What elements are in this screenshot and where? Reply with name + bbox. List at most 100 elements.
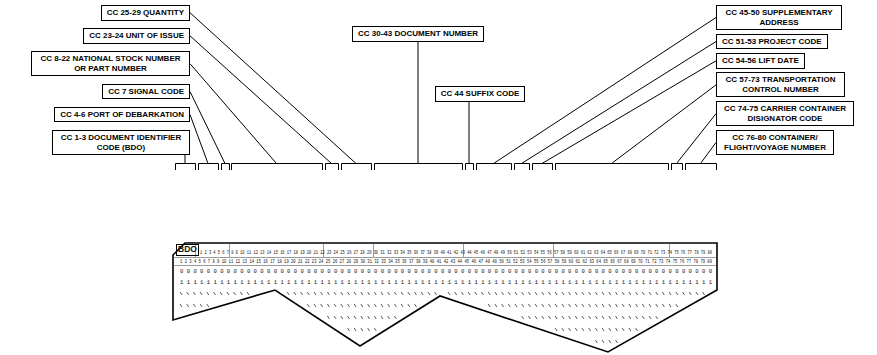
bracket bbox=[515, 164, 530, 171]
row-mark bbox=[522, 316, 524, 319]
row-mark bbox=[475, 292, 477, 295]
row-mark bbox=[562, 316, 564, 319]
row-mark bbox=[374, 316, 376, 319]
row-mark bbox=[334, 304, 336, 307]
callout-box: CC 44 SUFFIX CODE bbox=[435, 86, 526, 102]
card-row-marks bbox=[180, 292, 705, 343]
row-mark bbox=[542, 316, 544, 319]
row-mark bbox=[388, 316, 390, 319]
row-mark bbox=[401, 292, 403, 295]
leader-line bbox=[190, 115, 208, 164]
row-mark bbox=[394, 292, 396, 295]
row-mark bbox=[461, 292, 463, 295]
leader-line bbox=[522, 42, 717, 164]
row-mark bbox=[622, 292, 624, 295]
leader-line bbox=[677, 114, 717, 164]
row-mark bbox=[542, 292, 544, 295]
bracket bbox=[375, 164, 463, 171]
row-mark bbox=[575, 292, 577, 295]
callout-box: CC 57-73 TRANSPORTATION CONTROL NUMBER bbox=[716, 72, 845, 97]
row-mark bbox=[214, 292, 216, 295]
row-mark bbox=[522, 304, 524, 307]
row-mark bbox=[361, 328, 363, 331]
row-mark bbox=[602, 304, 604, 307]
row-mark bbox=[582, 328, 584, 331]
callout-box: CC 51-53 PROJECT CODE bbox=[716, 34, 828, 50]
row-mark bbox=[180, 292, 182, 295]
callout-box: CC 1-3 DOCUMENT IDENTIFIER CODE (BDO) bbox=[52, 130, 190, 155]
row-mark bbox=[428, 292, 430, 295]
row-mark bbox=[227, 292, 229, 295]
callout-label: CC 30-43 DOCUMENT NUMBER bbox=[358, 29, 478, 39]
row-mark bbox=[234, 292, 236, 295]
bracket bbox=[686, 164, 717, 171]
row-mark bbox=[240, 292, 242, 295]
bracket bbox=[342, 164, 372, 171]
callout-label: CC 23-24 UNIT OF ISSUE bbox=[89, 31, 184, 41]
row-mark bbox=[388, 304, 390, 307]
row-mark bbox=[676, 292, 678, 295]
row-mark bbox=[368, 328, 370, 331]
punched-card bbox=[173, 243, 717, 352]
row-mark bbox=[180, 304, 182, 307]
row-mark bbox=[294, 292, 296, 295]
row-mark bbox=[327, 292, 329, 295]
leader-line bbox=[190, 64, 277, 164]
bracket bbox=[533, 164, 553, 171]
row-mark bbox=[415, 304, 417, 307]
row-mark bbox=[649, 292, 651, 295]
callout-label: CC 25-29 QUANTITY bbox=[107, 8, 184, 18]
row-mark bbox=[535, 292, 537, 295]
card-rule bbox=[173, 257, 717, 258]
bracket bbox=[477, 164, 512, 171]
row-mark bbox=[616, 304, 618, 307]
bracket bbox=[176, 164, 196, 171]
callout-box: CC 30-43 DOCUMENT NUMBER bbox=[352, 26, 484, 42]
row-mark bbox=[569, 304, 571, 307]
row-mark bbox=[207, 304, 209, 307]
row-mark bbox=[636, 304, 638, 307]
row-mark bbox=[368, 316, 370, 319]
leader-line bbox=[469, 102, 470, 164]
bracket bbox=[222, 164, 230, 171]
row-mark bbox=[528, 292, 530, 295]
row-mark bbox=[569, 292, 571, 295]
row-mark bbox=[354, 316, 356, 319]
row-mark bbox=[374, 292, 376, 295]
row-mark bbox=[535, 316, 537, 319]
card-row-print: 1 1 1 1 1 1 1 1 1 1 1 1 1 1 1 1 1 1 1 1 … bbox=[180, 279, 712, 286]
callout-label: CC 4-6 PORT OF DEBARKATION bbox=[60, 110, 184, 120]
row-mark bbox=[321, 304, 323, 307]
bracket bbox=[556, 164, 669, 171]
row-mark bbox=[562, 304, 564, 307]
row-mark bbox=[535, 304, 537, 307]
row-mark bbox=[388, 292, 390, 295]
row-mark bbox=[528, 316, 530, 319]
row-mark bbox=[354, 304, 356, 307]
row-mark bbox=[602, 328, 604, 331]
row-mark bbox=[656, 316, 658, 319]
row-mark bbox=[656, 292, 658, 295]
row-mark bbox=[341, 304, 343, 307]
row-mark bbox=[629, 328, 631, 331]
row-mark bbox=[381, 292, 383, 295]
row-mark bbox=[629, 316, 631, 319]
row-mark bbox=[508, 292, 510, 295]
leader-line bbox=[418, 42, 419, 164]
row-mark bbox=[669, 292, 671, 295]
row-mark bbox=[642, 316, 644, 319]
row-mark bbox=[381, 316, 383, 319]
row-mark bbox=[589, 292, 591, 295]
row-mark bbox=[609, 292, 611, 295]
row-mark bbox=[502, 304, 504, 307]
row-mark bbox=[482, 292, 484, 295]
row-mark bbox=[609, 304, 611, 307]
callout-label: CC 57-73 TRANSPORTATION CONTROL NUMBER bbox=[722, 75, 839, 94]
bracket bbox=[326, 164, 339, 171]
row-mark bbox=[616, 328, 618, 331]
row-mark bbox=[368, 304, 370, 307]
row-mark bbox=[361, 316, 363, 319]
row-mark bbox=[348, 328, 350, 331]
row-mark bbox=[683, 292, 685, 295]
